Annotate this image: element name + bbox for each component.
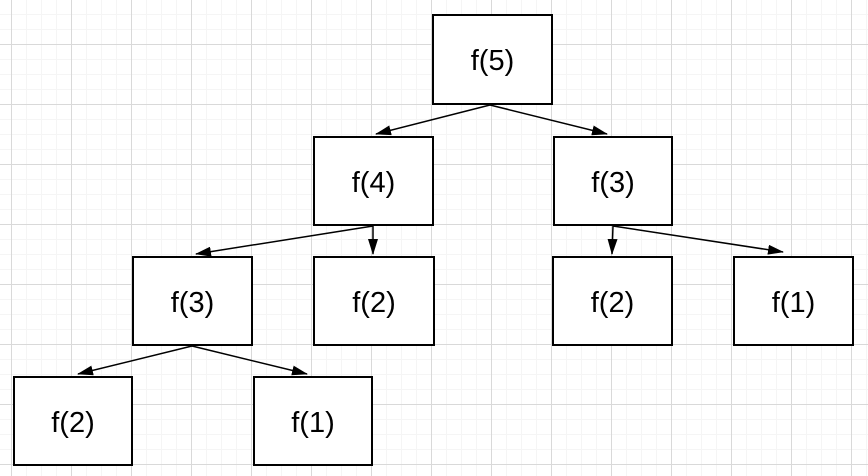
node-f2-under-f4[interactable]: f(2) bbox=[313, 256, 435, 346]
node-f5[interactable]: f(5) bbox=[432, 14, 553, 105]
edge-f5-to-f3-right[interactable] bbox=[489, 104, 608, 136]
edge-f3-right-to-f1[interactable] bbox=[612, 225, 784, 255]
edge-f4-to-f3-left[interactable] bbox=[195, 225, 374, 257]
node-f3-left[interactable]: f(3) bbox=[132, 256, 253, 346]
edge-f3-left-to-f2[interactable] bbox=[77, 345, 193, 376]
edge-f3-left-to-f1[interactable] bbox=[191, 345, 308, 376]
edge-f5-to-f4[interactable] bbox=[375, 104, 491, 136]
edge-f3-right-to-f2[interactable] bbox=[607, 225, 618, 255]
node-f3-right[interactable]: f(3) bbox=[553, 136, 673, 226]
node-f1-under-f3-right[interactable]: f(1) bbox=[733, 256, 854, 346]
node-f1-under-f3-left[interactable]: f(1) bbox=[253, 376, 373, 466]
node-f2-under-f3-left[interactable]: f(2) bbox=[13, 376, 133, 466]
node-f4[interactable]: f(4) bbox=[313, 136, 434, 226]
node-f2-under-f3-right[interactable]: f(2) bbox=[552, 256, 673, 346]
